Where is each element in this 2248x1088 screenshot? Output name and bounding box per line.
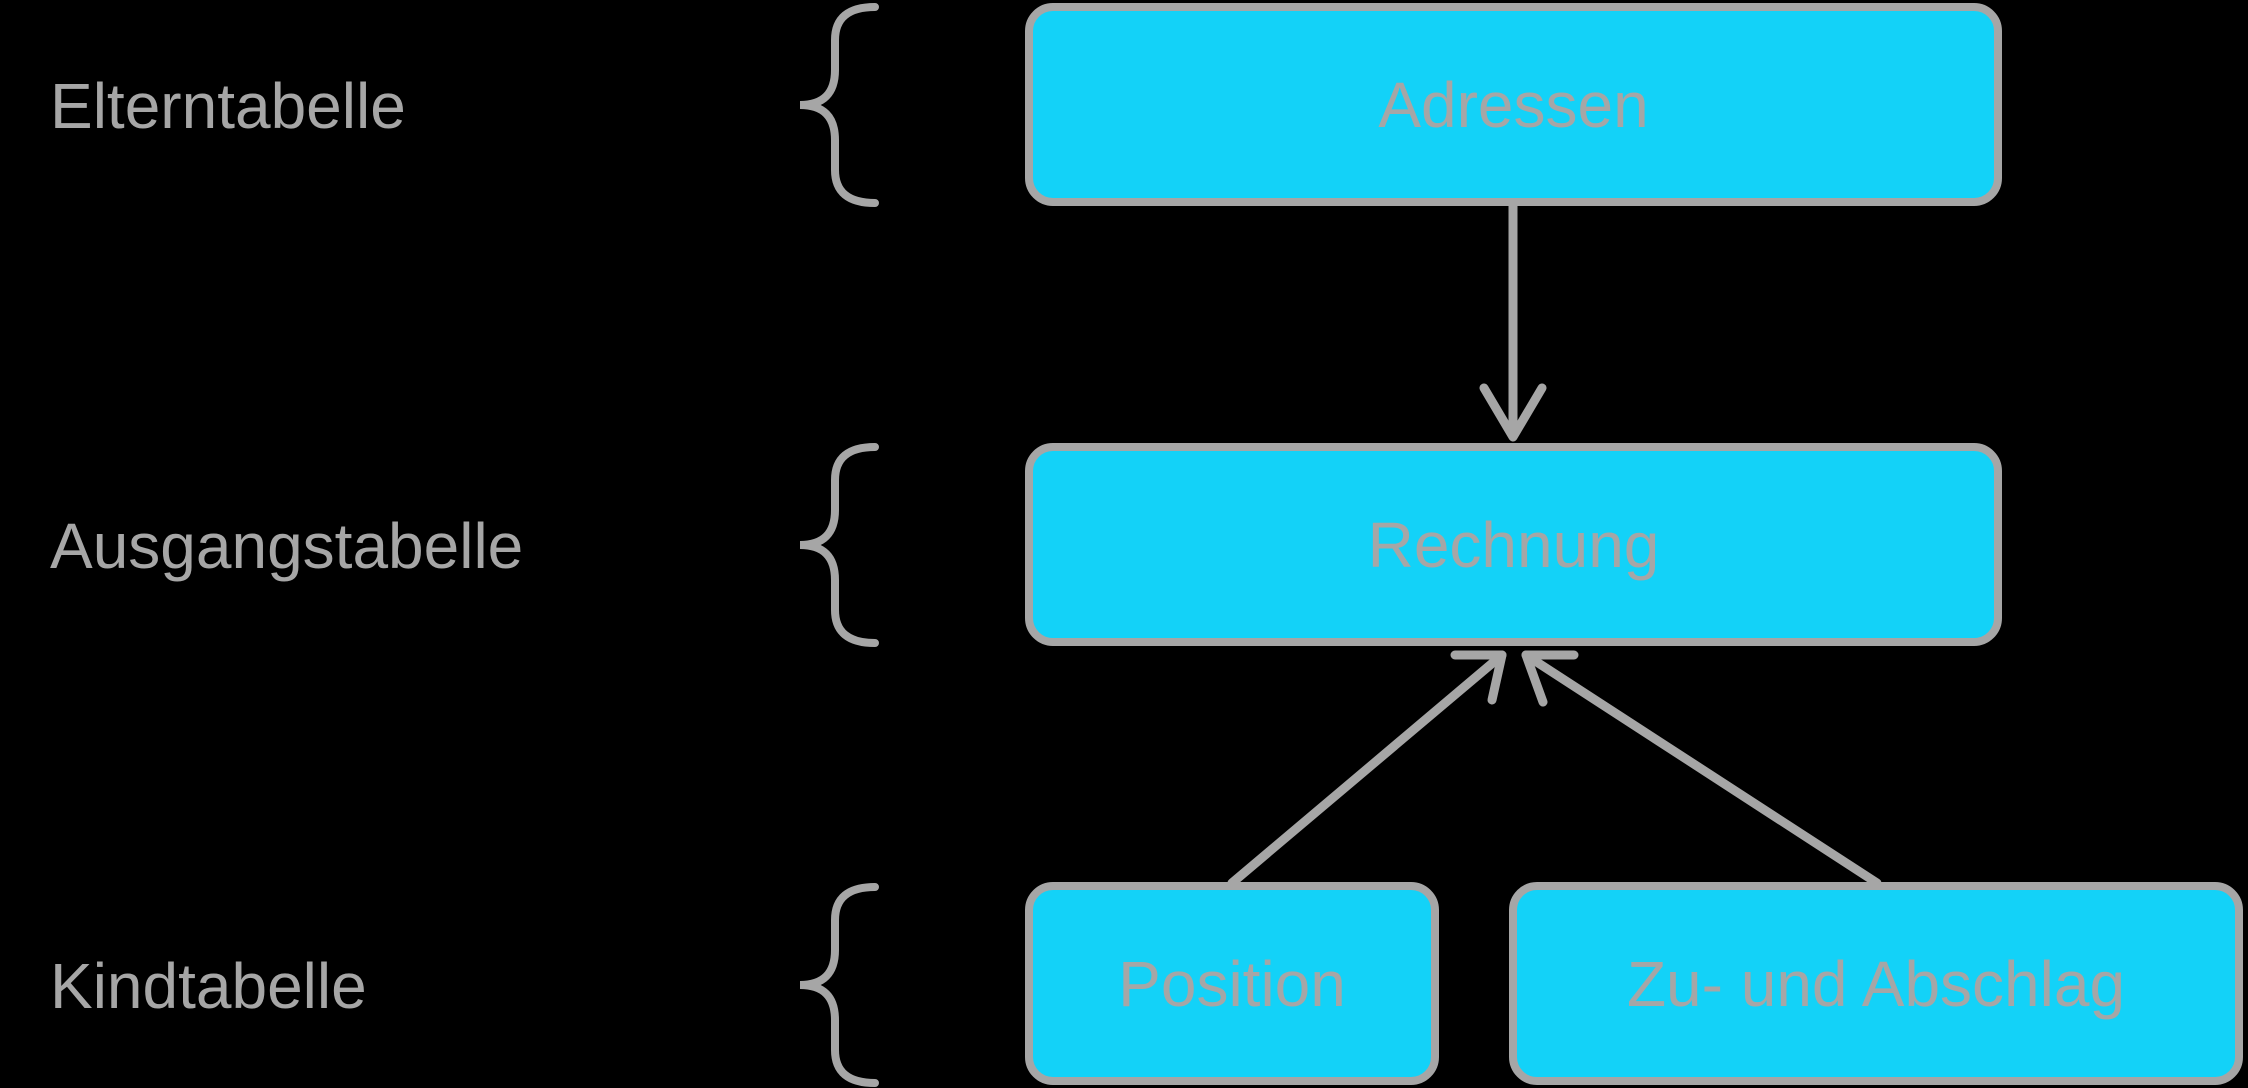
arrowhead-position-icon xyxy=(1450,650,1507,705)
arrow-surcharge-to-invoice xyxy=(1521,650,1882,888)
brace-source-icon xyxy=(799,443,879,647)
arrowhead-surcharge-icon xyxy=(1521,650,1579,707)
node-position[interactable]: Position xyxy=(1025,882,1439,1085)
node-addresses-label: Adressen xyxy=(1378,68,1649,141)
arrow-position-to-invoice xyxy=(1227,650,1507,888)
node-addresses[interactable]: Adressen xyxy=(1025,3,2002,206)
node-position-label: Position xyxy=(1118,947,1346,1020)
node-surcharge[interactable]: Zu- und Abschlag xyxy=(1509,882,2243,1085)
level-label-source: Ausgangstabelle xyxy=(50,510,524,582)
brace-child-icon xyxy=(799,883,879,1087)
level-label-child: Kindtabelle xyxy=(50,950,367,1022)
brace-parent-icon xyxy=(799,3,879,207)
arrowhead-down-icon xyxy=(1479,383,1547,442)
node-invoice-label: Rechnung xyxy=(1367,508,1660,581)
level-label-parent: Elterntabelle xyxy=(50,70,406,142)
node-surcharge-label: Zu- und Abschlag xyxy=(1626,947,2126,1020)
node-invoice[interactable]: Rechnung xyxy=(1025,443,2002,646)
